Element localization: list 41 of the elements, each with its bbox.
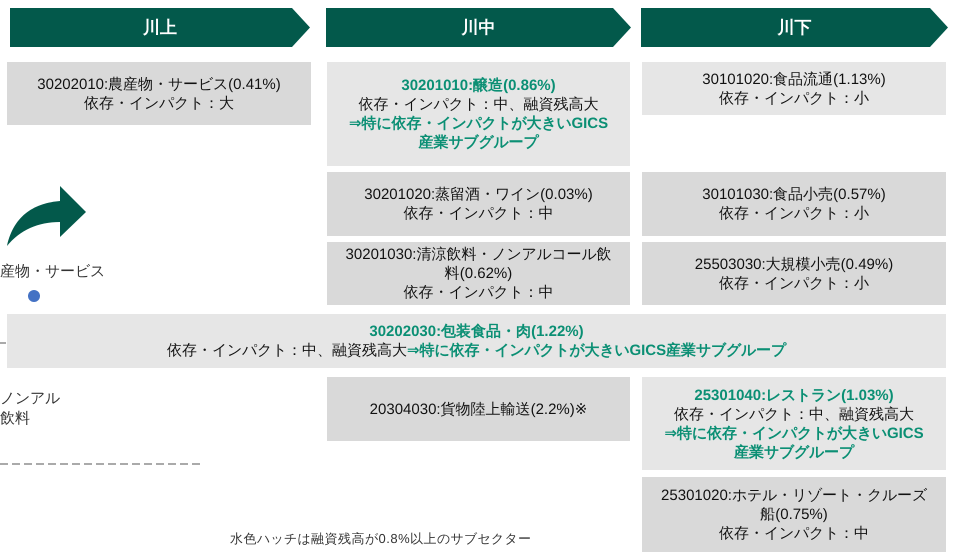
sector-name: 30201010:醸造(0.86%) <box>401 76 556 95</box>
sector-box <box>642 477 946 552</box>
impact-text: 依存・インパクト：中 <box>404 204 554 223</box>
impact-text: 依存・インパクト：小 <box>719 88 869 108</box>
footnote: 水色ハッチは融資残高が0.8%以上のサブセクター <box>230 530 532 548</box>
sector-name: 30101020:食品流通(1.13%) <box>702 70 886 88</box>
sector-name: 30202030:包装食品・肉(1.22%) <box>369 322 584 341</box>
impact-text: 依存・インパクト：中、融資残高大 <box>674 404 914 424</box>
sector-name: 30202010:農産物・サービス(0.41%) <box>37 74 281 94</box>
impact-text: 依存・インパクト：中、融資残高大 <box>358 95 598 114</box>
impact-text: 依存・インパクト：中、融資残高大 <box>166 342 407 359</box>
impact-text: 依存・インパクト：大 <box>84 94 234 112</box>
highlight-box <box>642 377 946 470</box>
impact-text: 依存・インパクト：中 <box>719 524 869 543</box>
background-label: 産物・サービス <box>0 262 105 282</box>
sector-box <box>327 377 630 441</box>
sector-name: 30101030:食品小売(0.57%) <box>702 185 886 204</box>
stage-title: 川下 <box>778 18 812 37</box>
sector-box <box>642 62 946 115</box>
sector-box <box>327 242 630 305</box>
impact-text: 依存・インパクト：小 <box>719 204 869 223</box>
highlight-note: ⇒特に依存・インパクトが大きいGICS産業サブグループ <box>663 424 925 462</box>
stage-title: 川中 <box>462 18 496 37</box>
sector-name: 25503030:大規模小売(0.49%) <box>694 254 894 274</box>
sector-name: 30201030:清涼飲料・ノンアルコール飲料(0.62%) <box>344 245 612 283</box>
background-label: ノンアル飲料 <box>0 389 60 429</box>
sector-box <box>642 172 946 236</box>
stage-title: 川上 <box>143 18 177 37</box>
sector-name: 20304030:貨物陸上輸送(2.2%)※ <box>370 400 588 418</box>
highlight-note: ⇒特に依存・インパクトが大きいGICS産業サブグループ <box>406 342 786 359</box>
sector-box <box>7 62 311 125</box>
sector-box <box>327 172 630 236</box>
impact-text: 依存・インパクト：小 <box>719 274 869 292</box>
impact-text: 依存・インパクト：中 <box>404 283 554 302</box>
sector-name: 25301040:レストラン(1.03%) <box>694 386 894 404</box>
sector-name: 30201020:蒸留酒・ワイン(0.03%) <box>364 185 593 204</box>
highlight-box <box>7 314 946 368</box>
highlight-note: ⇒特に依存・インパクトが大きいGICS産業サブグループ <box>348 114 610 152</box>
sector-name: 25301020:ホテル・リゾート・クルーズ船(0.75%) <box>660 486 928 524</box>
sector-box <box>642 242 946 305</box>
highlight-box <box>327 62 630 166</box>
